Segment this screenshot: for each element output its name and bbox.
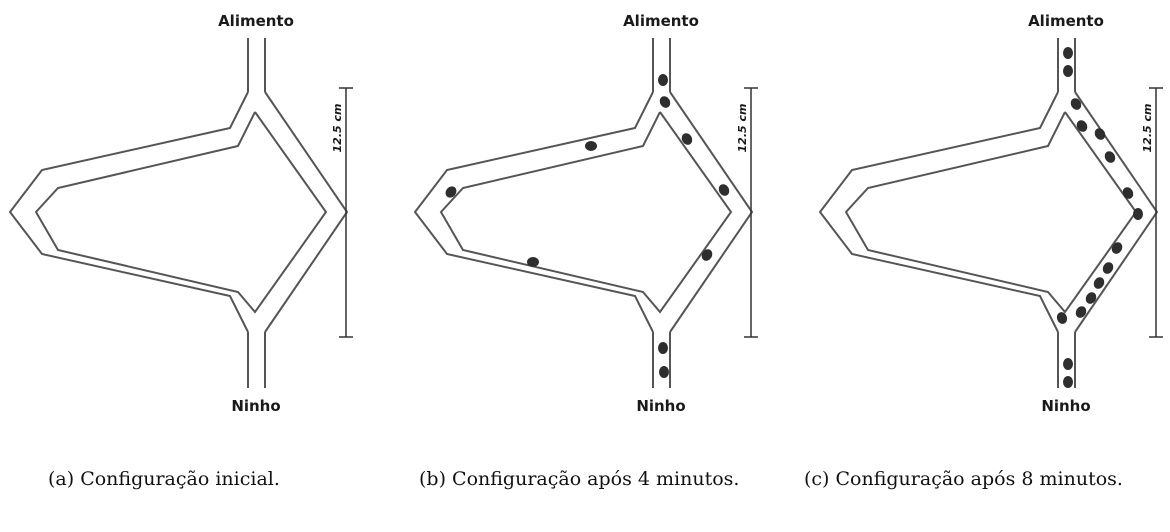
food-label: Alimento <box>218 12 294 30</box>
ant <box>1063 47 1073 59</box>
panel-c: Alimento Ninho 12.5 cm <box>819 12 1163 415</box>
ant <box>1056 312 1068 324</box>
ant <box>1104 151 1116 163</box>
bridge-outline <box>819 37 1158 389</box>
food-label: Alimento <box>623 12 699 30</box>
panel-b: Alimento Ninho 12.5 cm <box>414 12 758 415</box>
ant <box>445 186 457 198</box>
ants <box>445 74 730 378</box>
ant <box>1070 98 1082 110</box>
ant <box>718 184 730 196</box>
ant <box>701 249 713 261</box>
ant <box>1102 262 1114 274</box>
ants <box>1056 47 1143 388</box>
bridge-outline <box>9 37 348 389</box>
scale-label: 12.5 cm <box>736 104 749 153</box>
ant <box>1122 187 1134 199</box>
ant <box>1094 128 1106 140</box>
ant <box>1133 208 1143 220</box>
ant <box>1063 358 1073 370</box>
food-label: Alimento <box>1028 12 1104 30</box>
ant <box>527 257 539 267</box>
ant <box>1111 242 1123 254</box>
ant <box>1063 376 1073 388</box>
ant <box>585 141 597 151</box>
nest-label: Ninho <box>636 397 685 415</box>
nest-label: Ninho <box>231 397 280 415</box>
nest-label: Ninho <box>1041 397 1090 415</box>
scale-bar <box>744 87 758 338</box>
caption-b: (b) Configuração após 4 minutos. <box>419 468 740 490</box>
ant <box>658 342 668 354</box>
ant <box>1085 292 1097 304</box>
scale-bar <box>1149 87 1163 338</box>
ant <box>1076 120 1088 132</box>
ant <box>658 74 668 86</box>
scale-label: 12.5 cm <box>1141 104 1154 153</box>
ant <box>1093 277 1105 289</box>
bridge-outline <box>414 37 753 389</box>
ant <box>681 133 693 145</box>
caption-c: (c) Configuração após 8 minutos. <box>804 468 1123 490</box>
caption-a: (a) Configuração inicial. <box>48 468 280 490</box>
scale-label: 12.5 cm <box>331 104 344 153</box>
ant <box>1063 65 1073 77</box>
ant <box>659 96 671 108</box>
panel-a: Alimento Ninho 12.5 cm <box>9 12 353 415</box>
ant <box>659 366 669 378</box>
scale-bar <box>339 87 353 338</box>
ant <box>1075 306 1087 318</box>
